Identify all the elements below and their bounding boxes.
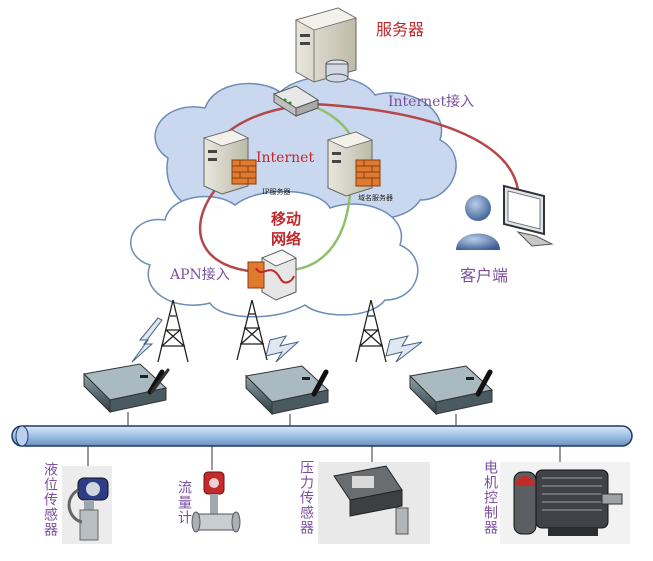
gprs-modem-1 xyxy=(82,363,170,414)
cell-tower-2 xyxy=(236,299,268,361)
apn-access-label: APN接入 xyxy=(170,267,230,283)
cell-tower-1 xyxy=(157,299,189,363)
pressure-sensor-image xyxy=(318,462,430,544)
client-user-icon xyxy=(456,195,500,250)
internet-access-label: Internet接入 xyxy=(388,94,475,110)
motor-controller-label: 电机控制器 xyxy=(482,460,498,535)
apn-gateway xyxy=(247,249,297,301)
monitor-icon xyxy=(503,184,554,247)
gprs-modem-3 xyxy=(408,365,494,416)
link-server-client xyxy=(311,102,520,191)
gprs-modem-2 xyxy=(244,365,330,416)
flow-meter-label: 流量计 xyxy=(176,480,192,525)
link-ip-apn xyxy=(198,189,263,274)
lightning-icon xyxy=(265,335,300,363)
field-bus xyxy=(11,425,633,447)
domain-server-label: 域名服务器 xyxy=(358,194,393,202)
mobile-network-label-line1: 移动 xyxy=(271,210,302,228)
ip-server-label: IP服务器 xyxy=(262,188,291,196)
liquid-level-sensor-label: 液位传感器 xyxy=(42,462,58,537)
pressure-sensor-label: 压力传感器 xyxy=(298,460,314,535)
main-server xyxy=(294,7,358,83)
firewall-icon xyxy=(355,159,381,187)
server-label: 服务器 xyxy=(376,20,425,39)
lightning-icon xyxy=(131,317,163,363)
motor-controller-image xyxy=(500,462,630,544)
domain-server xyxy=(326,131,381,197)
router-icon xyxy=(272,85,320,117)
cell-tower-3 xyxy=(355,299,387,363)
flow-meter-image xyxy=(191,471,241,533)
internet-label: Internet xyxy=(256,150,315,166)
firewall-icon xyxy=(231,159,257,185)
mobile-network-label-line2: 网络 xyxy=(271,230,302,248)
liquid-level-sensor-image xyxy=(62,466,112,544)
ip-server xyxy=(202,129,257,195)
link-domain-apn xyxy=(289,194,352,272)
lightning-icon xyxy=(385,335,423,363)
client-label: 客户端 xyxy=(460,266,509,285)
